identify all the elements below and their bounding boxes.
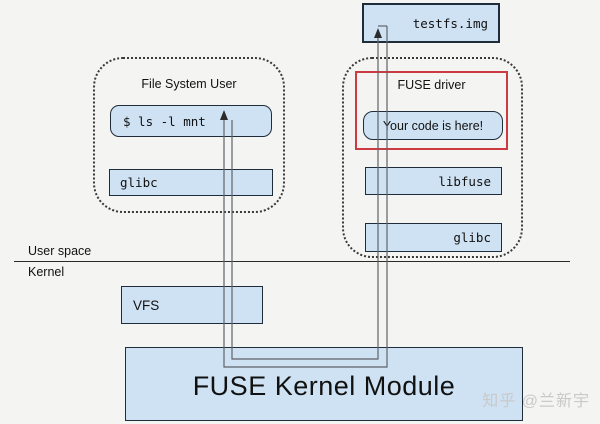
file-system-user-label: File System User <box>141 77 237 91</box>
fuse-driver-label: FUSE driver <box>397 78 466 92</box>
your-code-node: Your code is here! <box>363 111 503 140</box>
testfs-img-node: testfs.img <box>362 3 500 43</box>
watermark: 知乎 @兰新宇 <box>482 393 590 410</box>
glibc-left-node: glibc <box>109 169 273 196</box>
kernel-label: Kernel <box>28 265 65 279</box>
vfs-node: VFS <box>121 286 263 324</box>
user-space-label: User space <box>28 244 92 258</box>
userspace-kernel-divider <box>14 261 570 262</box>
ls-command-node: $ ls -l mnt <box>110 105 272 137</box>
glibc-right-node: glibc <box>365 223 502 252</box>
libfuse-node: libfuse <box>365 167 502 195</box>
